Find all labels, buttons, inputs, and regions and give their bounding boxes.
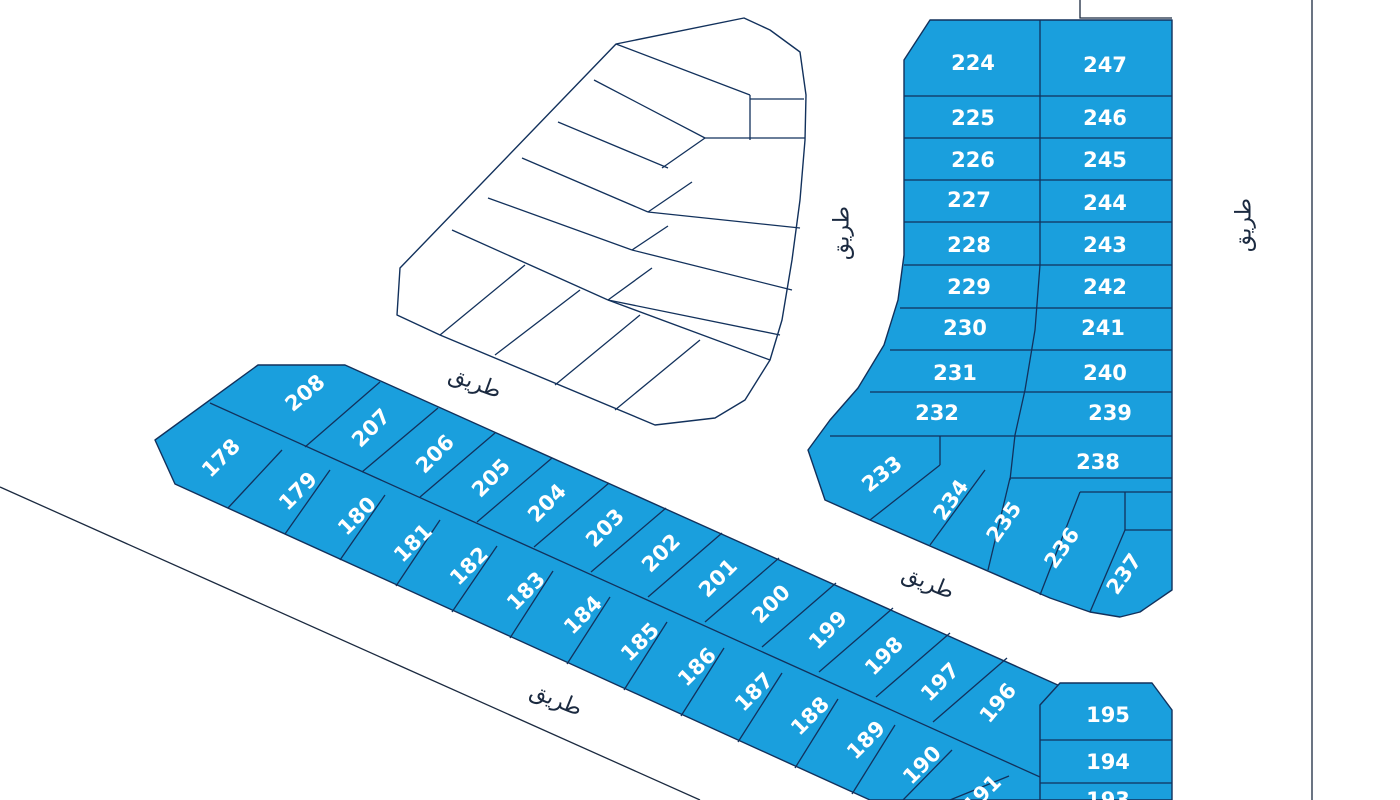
- plot-232: 232: [915, 401, 959, 425]
- road-label-west: طريق: [445, 362, 504, 404]
- plot-245: 245: [1083, 148, 1127, 172]
- northeast-block-outline: [807, 19, 1173, 618]
- southeast-block: 195 194 193: [1039, 682, 1173, 800]
- plot-238: 238: [1076, 450, 1120, 474]
- southeast-block-outline: [1039, 682, 1173, 800]
- plot-242: 242: [1083, 275, 1127, 299]
- road-label-east: طريق: [1232, 198, 1257, 252]
- northeast-left-labels: 224 225 226 227 228 229 230 231 232: [915, 51, 995, 425]
- unnumbered-block-outline: [396, 17, 807, 426]
- plot-228: 228: [947, 233, 991, 257]
- plot-227: 227: [947, 188, 991, 212]
- north-strip-edge: [1079, 0, 1172, 19]
- unnumbered-block-lines: [439, 43, 805, 411]
- plot-231: 231: [933, 361, 977, 385]
- plot-247: 247: [1083, 53, 1127, 77]
- unnumbered-block: [396, 17, 807, 426]
- plot-241: 241: [1081, 316, 1125, 340]
- plot-224: 224: [951, 51, 995, 75]
- plot-193: 193: [1086, 788, 1130, 800]
- road-label-center: طريق: [830, 206, 855, 260]
- plot-229: 229: [947, 275, 991, 299]
- plot-195: 195: [1086, 703, 1130, 727]
- road-label-middle: طريق: [898, 561, 958, 604]
- northeast-right-labels: 247 246 245 244 243 242 241 240 239 238: [1076, 53, 1132, 474]
- plot-240: 240: [1083, 361, 1127, 385]
- road-label-southwest: طريق: [526, 678, 586, 721]
- northeast-block: 224 225 226 227 228 229 230 231 232 247 …: [807, 19, 1173, 618]
- southwest-road-edge: [0, 486, 701, 800]
- northeast-block-lines: [830, 20, 1172, 613]
- plot-244: 244: [1083, 191, 1127, 215]
- southwest-block-lines: [209, 381, 1061, 800]
- plot-243: 243: [1083, 233, 1127, 257]
- plot-246: 246: [1083, 106, 1127, 130]
- plot-226: 226: [951, 148, 995, 172]
- plot-194: 194: [1086, 750, 1130, 774]
- plot-225: 225: [951, 106, 995, 130]
- plot-239: 239: [1088, 401, 1132, 425]
- plot-230: 230: [943, 316, 987, 340]
